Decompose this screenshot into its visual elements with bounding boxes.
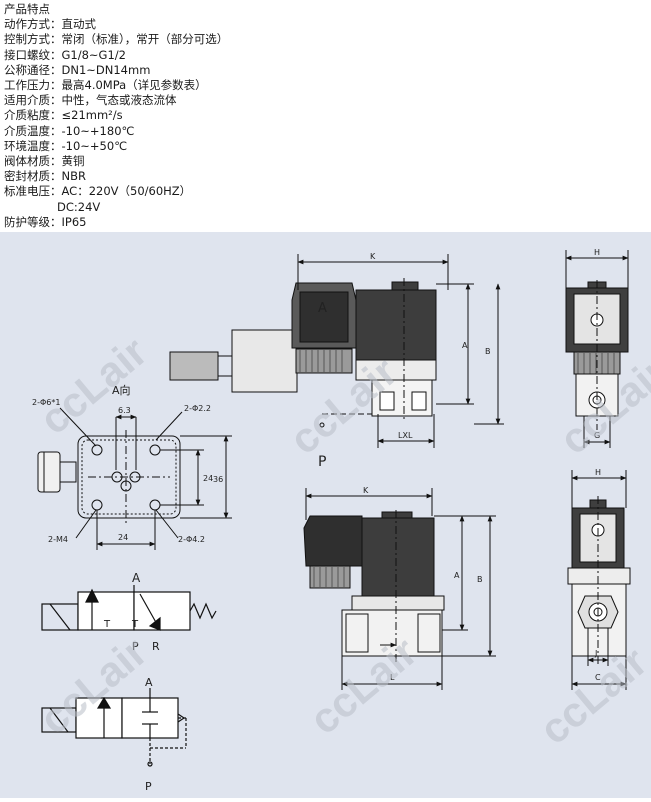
dim-c-label: C xyxy=(595,673,601,682)
feature-value: DN1~DN14mm xyxy=(61,62,151,77)
feature-label: 介质粘度： xyxy=(4,108,62,123)
feature-value: 中性，气态或液态流体 xyxy=(61,93,177,108)
bottom-front-view: H J C xyxy=(567,468,631,690)
dim-a-label: A xyxy=(462,341,468,350)
dim-b-bottom-label: B xyxy=(477,575,483,584)
symbol2-port-p: P xyxy=(145,780,152,793)
feature-label: 密封材质： xyxy=(4,169,62,184)
dim-b-label: B xyxy=(485,347,491,356)
dim-k-label: K xyxy=(370,252,376,261)
dim-a-bottom-label: A xyxy=(454,571,460,580)
feature-label: 环境温度： xyxy=(4,138,62,153)
feature-value: 常闭（标准），常开（部分可选） xyxy=(61,32,229,47)
feature-value: -10~+180℃ xyxy=(61,123,135,138)
dim-l-label: L xyxy=(390,673,395,682)
feature-value: ≤21mm²/s xyxy=(61,108,123,123)
two-way-valve-symbol: A P xyxy=(41,676,187,793)
feature-label: 动作方式： xyxy=(4,17,62,32)
feature-voltage-dc: DC:24V xyxy=(57,199,101,214)
view-a-title: A向 xyxy=(112,383,131,397)
feature-value: 最高4.0MPa（详见参数表） xyxy=(61,78,207,93)
dim-h-bottom-label: H xyxy=(595,468,601,477)
feature-label: 防护等级： xyxy=(4,214,62,229)
thread-label: 2-M4 xyxy=(48,535,68,544)
feature-protection: 防护等级：IP65 xyxy=(4,215,228,230)
feature-standard-voltage: 标准电压：AC：220V（50/60HZ） xyxy=(4,184,228,199)
view-a-mounting-face: A向 2-Φ6*1 6.3 2-Φ2.2 24 36 xyxy=(32,383,232,550)
feature-value: 直动式 xyxy=(61,17,97,32)
product-features: 产品特点 动作方式：直动式 控制方式：常闭（标准），常开（部分可选） 接口螺纹：… xyxy=(4,2,228,230)
dim-lxl-label: LXL xyxy=(398,431,413,440)
feature-viscosity: 介质粘度：≤21mm²/s xyxy=(4,108,228,123)
port-a-label: A xyxy=(318,301,327,316)
feature-ambient-temperature: 环境温度：-10~+50℃ xyxy=(4,139,228,154)
three-way-valve-symbol: A T T P R xyxy=(41,571,217,653)
feature-label: 适用介质： xyxy=(4,93,62,108)
feature-label: 介质温度： xyxy=(4,123,62,138)
dim-h-label: H xyxy=(594,248,600,257)
top-front-view: H G xyxy=(565,248,629,448)
top-side-view: A P K A B LXL xyxy=(169,252,504,470)
feature-value: G1/8~G1/2 xyxy=(61,47,126,62)
dim-24-vertical: 24 xyxy=(203,474,213,483)
dim-24-horizontal: 24 xyxy=(118,533,128,542)
bottom-side-view: K A B L xyxy=(303,486,496,690)
feature-value: 黄铜 xyxy=(61,154,85,169)
hole-top-left-label: 2-Φ6*1 xyxy=(32,398,60,407)
features-heading: 产品特点 xyxy=(4,2,50,16)
hole-top-right-label: 2-Φ2.2 xyxy=(184,404,211,413)
feature-value: -10~+50℃ xyxy=(61,138,128,153)
feature-body-material: 阀体材质：黄铜 xyxy=(4,154,228,169)
symbol3-port-r: R xyxy=(152,640,160,653)
port-p-label: P xyxy=(318,454,326,470)
symbol3-port-p: P xyxy=(132,640,139,653)
feature-seal-material: 密封材质：NBR xyxy=(4,169,228,184)
feature-label: 标准电压： xyxy=(4,184,62,199)
dim-36: 36 xyxy=(213,475,223,484)
feature-label: 公称通径： xyxy=(4,62,62,77)
dim-k-bottom-label: K xyxy=(363,486,369,495)
symbol3-tee-right: T xyxy=(131,619,139,630)
feature-control-mode: 控制方式：常闭（标准），常开（部分可选） xyxy=(4,32,228,47)
feature-label: 工作压力： xyxy=(4,78,62,93)
watermark-text: ccLair xyxy=(31,328,156,444)
dim-g-label: G xyxy=(594,431,600,440)
technical-drawing: A P K A B LXL xyxy=(31,65,651,793)
feature-working-pressure: 工作压力：最高4.0MPa（详见参数表） xyxy=(4,78,228,93)
technical-drawing-panel: A P K A B LXL xyxy=(0,65,651,798)
feature-port-thread: 接口螺纹：G1/8~G1/2 xyxy=(4,48,228,63)
dim-j-label: J xyxy=(594,649,597,658)
feature-value: AC：220V（50/60HZ） xyxy=(61,184,192,199)
pitch-small-label: 6.3 xyxy=(118,406,131,415)
symbol2-port-a: A xyxy=(145,676,153,689)
feature-label: 接口螺纹： xyxy=(4,47,62,62)
symbol3-tee-left: T xyxy=(103,619,111,630)
feature-label: 控制方式： xyxy=(4,32,62,47)
feature-medium-temperature: 介质温度：-10~+180℃ xyxy=(4,124,228,139)
feature-action-mode: 动作方式：直动式 xyxy=(4,17,228,32)
feature-label: 阀体材质： xyxy=(4,154,62,169)
hole-bottom-right-label: 2-Φ4.2 xyxy=(178,535,205,544)
feature-value: NBR xyxy=(61,169,86,184)
symbol3-port-a: A xyxy=(132,571,141,585)
feature-value: IP65 xyxy=(61,214,87,229)
feature-medium: 适用介质：中性，气态或液态流体 xyxy=(4,93,228,108)
feature-nominal-diameter: 公称通径：DN1~DN14mm xyxy=(4,63,228,78)
